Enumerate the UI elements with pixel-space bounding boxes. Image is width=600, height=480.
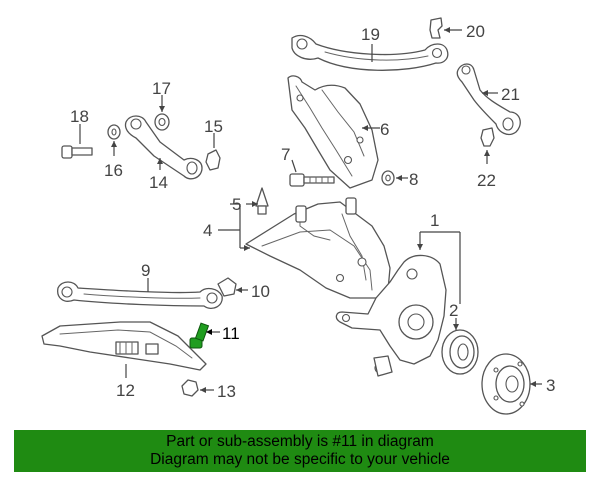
part-5-clip[interactable] bbox=[255, 187, 269, 215]
part-9-lower-arm[interactable] bbox=[57, 281, 223, 310]
label-1: 1 bbox=[430, 211, 439, 230]
label-10: 10 bbox=[251, 282, 270, 301]
label-18: 18 bbox=[70, 107, 89, 126]
part-19-upper-arm[interactable] bbox=[291, 34, 449, 71]
part-1-knuckle[interactable] bbox=[335, 254, 447, 377]
label-4: 4 bbox=[203, 221, 212, 240]
part-20-bracket[interactable] bbox=[429, 17, 443, 39]
part-4-carrier[interactable] bbox=[245, 197, 391, 299]
label-16: 16 bbox=[104, 161, 123, 180]
label-20: 20 bbox=[466, 22, 485, 41]
part-21-link[interactable] bbox=[456, 63, 521, 136]
label-12: 12 bbox=[116, 381, 135, 400]
label-13: 13 bbox=[217, 382, 236, 401]
label-19: 19 bbox=[361, 25, 380, 44]
part-2-bearing[interactable] bbox=[441, 329, 479, 375]
part-3-hub[interactable] bbox=[481, 353, 531, 415]
label-6: 6 bbox=[380, 120, 389, 139]
part-8-washer[interactable] bbox=[381, 170, 395, 186]
part-6-shield[interactable] bbox=[287, 75, 379, 189]
part-13-nut[interactable] bbox=[181, 379, 199, 397]
label-8: 8 bbox=[409, 170, 418, 189]
label-21: 21 bbox=[501, 85, 520, 104]
part-18-bolt[interactable] bbox=[61, 145, 93, 159]
part-11-bolt[interactable] bbox=[189, 322, 210, 349]
part-10-bracket[interactable] bbox=[217, 277, 237, 297]
label-22: 22 bbox=[477, 171, 496, 190]
banner-line-1: Part or sub-assembly is #11 in diagram bbox=[166, 433, 434, 450]
label-15: 15 bbox=[204, 117, 223, 136]
part-17-bushing[interactable] bbox=[154, 113, 170, 131]
part-12-cover[interactable] bbox=[41, 321, 207, 371]
label-2: 2 bbox=[449, 301, 458, 320]
label-7: 7 bbox=[281, 145, 290, 164]
label-17: 17 bbox=[152, 79, 171, 98]
part-16-washer[interactable] bbox=[107, 124, 121, 140]
part-14-arm[interactable] bbox=[124, 115, 203, 180]
info-banner: Part or sub-assembly is #11 in diagram D… bbox=[14, 430, 586, 472]
parts-diagram: 19 20 21 22 6 7 bbox=[41, 17, 555, 415]
part-15-nut[interactable] bbox=[205, 149, 221, 171]
banner-line-2: Diagram may not be specific to your vehi… bbox=[150, 451, 450, 468]
label-3: 3 bbox=[546, 376, 555, 395]
label-9: 9 bbox=[141, 261, 150, 280]
part-22-bracket[interactable] bbox=[480, 127, 495, 147]
label-11: 11 bbox=[222, 324, 240, 343]
label-14: 14 bbox=[149, 173, 168, 192]
part-7-bolt[interactable] bbox=[289, 173, 335, 187]
